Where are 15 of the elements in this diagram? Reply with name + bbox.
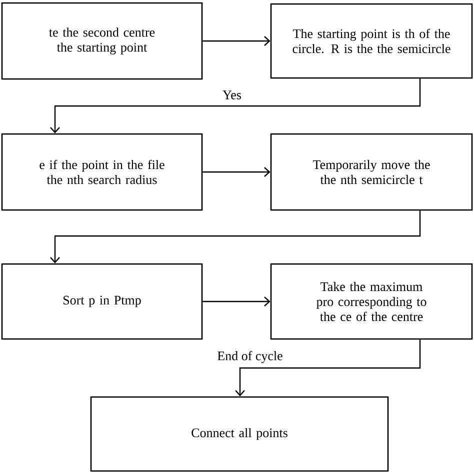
process-box: Sort p in Ptmp: [1, 263, 203, 340]
arrow: [202, 167, 270, 177]
process-box: te the second centre the starting point: [1, 2, 203, 80]
edge-label: End of cycle: [216, 350, 284, 364]
process-box: The starting point is th of the circle. R is the the semicircle: [270, 3, 473, 79]
process-box: Temporarily move the the nth semicircle t: [270, 133, 473, 211]
arrow: [235, 340, 421, 396]
arrow: [202, 36, 270, 46]
arrow: [202, 296, 270, 306]
process-box: Take the maximum pro corresponding to the ce of the centre: [270, 263, 473, 340]
arrow: [50, 78, 421, 134]
process-box: e if the point in the file the nth search radius: [1, 133, 203, 211]
arrow: [50, 210, 421, 264]
process-box: Connect all points: [90, 396, 389, 472]
edge-label: Yes: [222, 90, 242, 100]
